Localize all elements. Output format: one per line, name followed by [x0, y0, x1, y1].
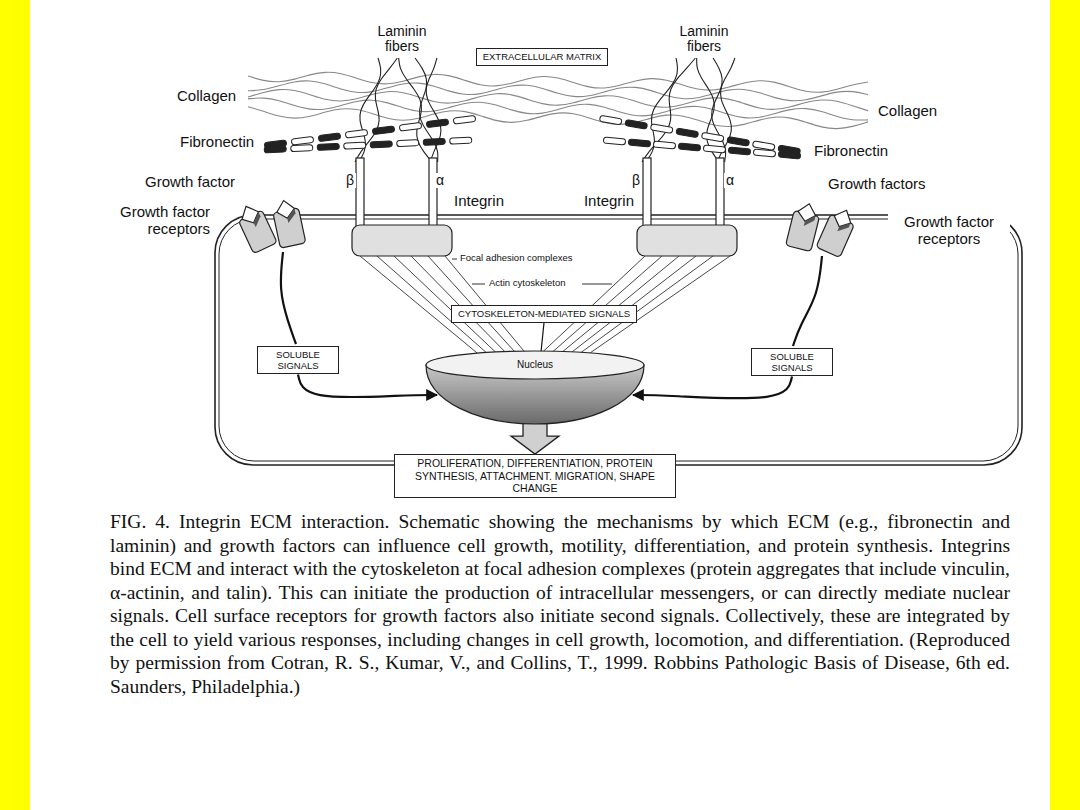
fibronectin-module	[344, 142, 366, 149]
nucleus: Nucleus	[425, 350, 645, 425]
part-label: Growth factor receptors	[888, 214, 1010, 247]
integrin-subunit	[429, 158, 437, 232]
fibronectin-module	[399, 122, 422, 131]
fibronectin-module	[653, 141, 675, 149]
box-text: CYTOSKELETON-MEDIATED SIGNALS	[458, 308, 630, 319]
growth-factor-receptor	[234, 201, 277, 254]
integrin-subunit	[643, 158, 651, 232]
fibronectin-module	[423, 138, 445, 145]
part-label: Collagen	[876, 103, 939, 120]
fibronectin-module	[291, 136, 314, 145]
fibronectin-module	[625, 120, 648, 130]
part-label: α	[724, 173, 736, 188]
fibronectin-module	[318, 133, 341, 142]
part-label: β	[344, 173, 356, 188]
matrix-box: EXTRACELLULAR MATRIX	[476, 48, 609, 65]
laminin-label: Laminin fibers	[368, 24, 436, 55]
cell-membrane-inner	[219, 219, 1018, 461]
fibronectin-module	[599, 115, 622, 125]
nucleus-top	[426, 351, 644, 379]
soluble-signal-arrow	[793, 256, 822, 346]
fibronectin-module	[345, 129, 368, 138]
box-text: SOLUBLE SIGNALS	[264, 349, 332, 372]
figure-caption: FIG. 4. Integrin ECM interaction. Schema…	[110, 510, 1010, 698]
part-label: β	[630, 173, 642, 188]
growth-factor-cube-shade	[837, 219, 851, 235]
collagen-fibre	[248, 81, 868, 101]
part-label: α	[434, 173, 446, 188]
cell-membrane	[215, 215, 1022, 465]
fibronectin-module	[291, 145, 313, 152]
focal-adhesion-complex	[637, 225, 737, 256]
growth-factor-receptor	[271, 198, 306, 248]
fibronectin-module	[397, 140, 419, 147]
soluble-signal-arrow	[281, 252, 296, 344]
fibronectin-module	[676, 128, 699, 138]
nucleus-label: Nucleus	[425, 350, 645, 370]
fibronectin-module	[753, 149, 775, 157]
focal-adhesion-complex	[352, 225, 452, 256]
part-label: Actin cytoskeleton	[487, 278, 568, 288]
growth-factor-receptor	[786, 201, 822, 252]
laminin-fibre	[415, 58, 438, 162]
signal-box: CYTOSKELETON-MEDIATED SIGNALS	[451, 305, 637, 322]
soluble-signal-arrow	[298, 374, 437, 397]
fibronectin-module	[727, 137, 750, 147]
fibronectin-module	[372, 126, 395, 135]
growth-factor-cube-shade	[250, 212, 264, 228]
fibronectin-module	[264, 146, 286, 153]
integrin-subunit	[716, 158, 724, 232]
signal-line	[541, 323, 544, 352]
part-label: Growth factor receptors	[83, 204, 212, 237]
part-label: Collagen	[175, 88, 238, 105]
fibronectin-module	[426, 119, 449, 128]
part-label: Integrin	[582, 193, 636, 210]
part-label: Integrin	[452, 193, 506, 210]
growth-factor-receptor	[816, 205, 858, 258]
part-label: Focal adhesion complexes	[458, 253, 574, 263]
fibronectin-module	[603, 137, 625, 145]
fibronectin-module	[453, 115, 476, 124]
laminin-fibre	[426, 58, 441, 162]
fibronectin-module	[370, 141, 392, 148]
collagen-fibre	[248, 89, 868, 110]
fibronectin-module	[701, 132, 724, 142]
fibronectin-module	[450, 137, 472, 144]
response-box: PROLIFERATION, DIFFERENTIATION, PROTEIN …	[394, 454, 676, 498]
part-label: Growth factors	[826, 176, 928, 193]
fibronectin-module	[317, 143, 339, 150]
part-label: Fibronectin	[178, 134, 256, 151]
signal-box: SOLUBLE SIGNALS	[257, 346, 339, 375]
growth-factor-cube-shade	[286, 208, 298, 223]
box-text: SOLUBLE SIGNALS	[758, 351, 826, 374]
growth-factor-cube-shade	[804, 213, 816, 228]
laminin-label: Laminin fibers	[670, 24, 738, 55]
laminin-fibre	[646, 58, 678, 162]
leader-line	[582, 284, 612, 285]
fibronectin-module	[703, 145, 725, 153]
fibronectin-module	[628, 139, 650, 147]
integrin-subunit	[356, 158, 364, 232]
box-text: PROLIFERATION, DIFFERENTIATION, PROTEIN …	[401, 457, 669, 495]
fibronectin-module	[678, 143, 700, 151]
part-label: Fibronectin	[812, 143, 890, 160]
box-text: EXTRACELLULAR MATRIX	[483, 51, 602, 62]
fibronectin-module	[728, 147, 750, 155]
part-label: Growth factor	[143, 174, 237, 191]
collagen-fibre	[248, 107, 868, 129]
leader-line	[452, 259, 457, 260]
leader-line	[472, 284, 485, 285]
soluble-signal-arrow	[633, 376, 792, 398]
fibronectin-module	[778, 151, 800, 159]
fibronectin-module	[650, 124, 673, 134]
signal-box: SOLUBLE SIGNALS	[751, 348, 833, 377]
